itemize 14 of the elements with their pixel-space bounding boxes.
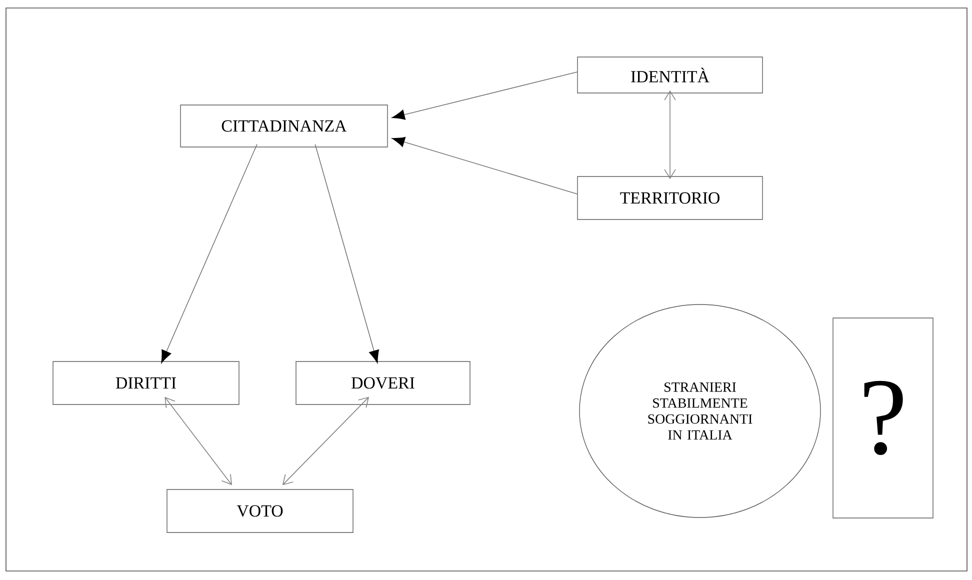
arrow (164, 396, 232, 486)
concept-box: VOTO (166, 489, 354, 533)
arrow (392, 136, 578, 194)
arrow (314, 144, 380, 364)
concept-box: TERRITORIO (577, 176, 763, 220)
concept-box: DOVERI (296, 361, 470, 405)
arrow (664, 90, 676, 180)
arrow (161, 144, 258, 364)
concept-box: IDENTITÀ (577, 56, 763, 94)
concept-box: CITTADINANZA (180, 104, 388, 148)
arrow (392, 72, 578, 120)
arrow (282, 396, 370, 486)
concept-box: ? (832, 318, 934, 518)
concept-box: DIRITTI (52, 361, 240, 405)
